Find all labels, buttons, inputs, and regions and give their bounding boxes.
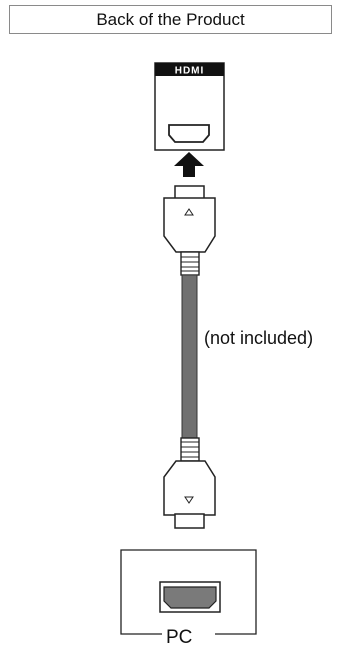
connector-bottom-strain-relief [180, 437, 200, 462]
connector-top-body [163, 197, 216, 253]
connector-top-tip [174, 185, 205, 200]
cable-not-included-label: (not included) [204, 328, 314, 348]
pc-outline [120, 549, 257, 635]
hdmi-connector-top [163, 185, 216, 276]
pc-label: PC [166, 627, 193, 648]
pc-device [120, 549, 257, 635]
connector-top-up-mark [184, 208, 194, 216]
product-back-title-text: Back of the Product [96, 9, 245, 29]
product-back-title: Back of the Product [9, 5, 332, 34]
hdmi-logo-bar [155, 63, 224, 76]
arrow-up-icon [174, 152, 204, 177]
hdmi-connector-bottom [163, 437, 216, 529]
pc-hdmi-port-icon [159, 581, 221, 613]
hdmi-logo-text: HDMI [175, 66, 205, 77]
hdmi-cable [181, 274, 198, 439]
connector-bottom-down-mark [184, 496, 194, 504]
connector-bottom-tip [174, 513, 205, 529]
connector-top-strain-relief [180, 251, 200, 276]
connector-bottom-body [163, 460, 216, 516]
hdmi-port-socket [168, 124, 210, 143]
hdmi-port-icon: HDMI [154, 62, 225, 151]
